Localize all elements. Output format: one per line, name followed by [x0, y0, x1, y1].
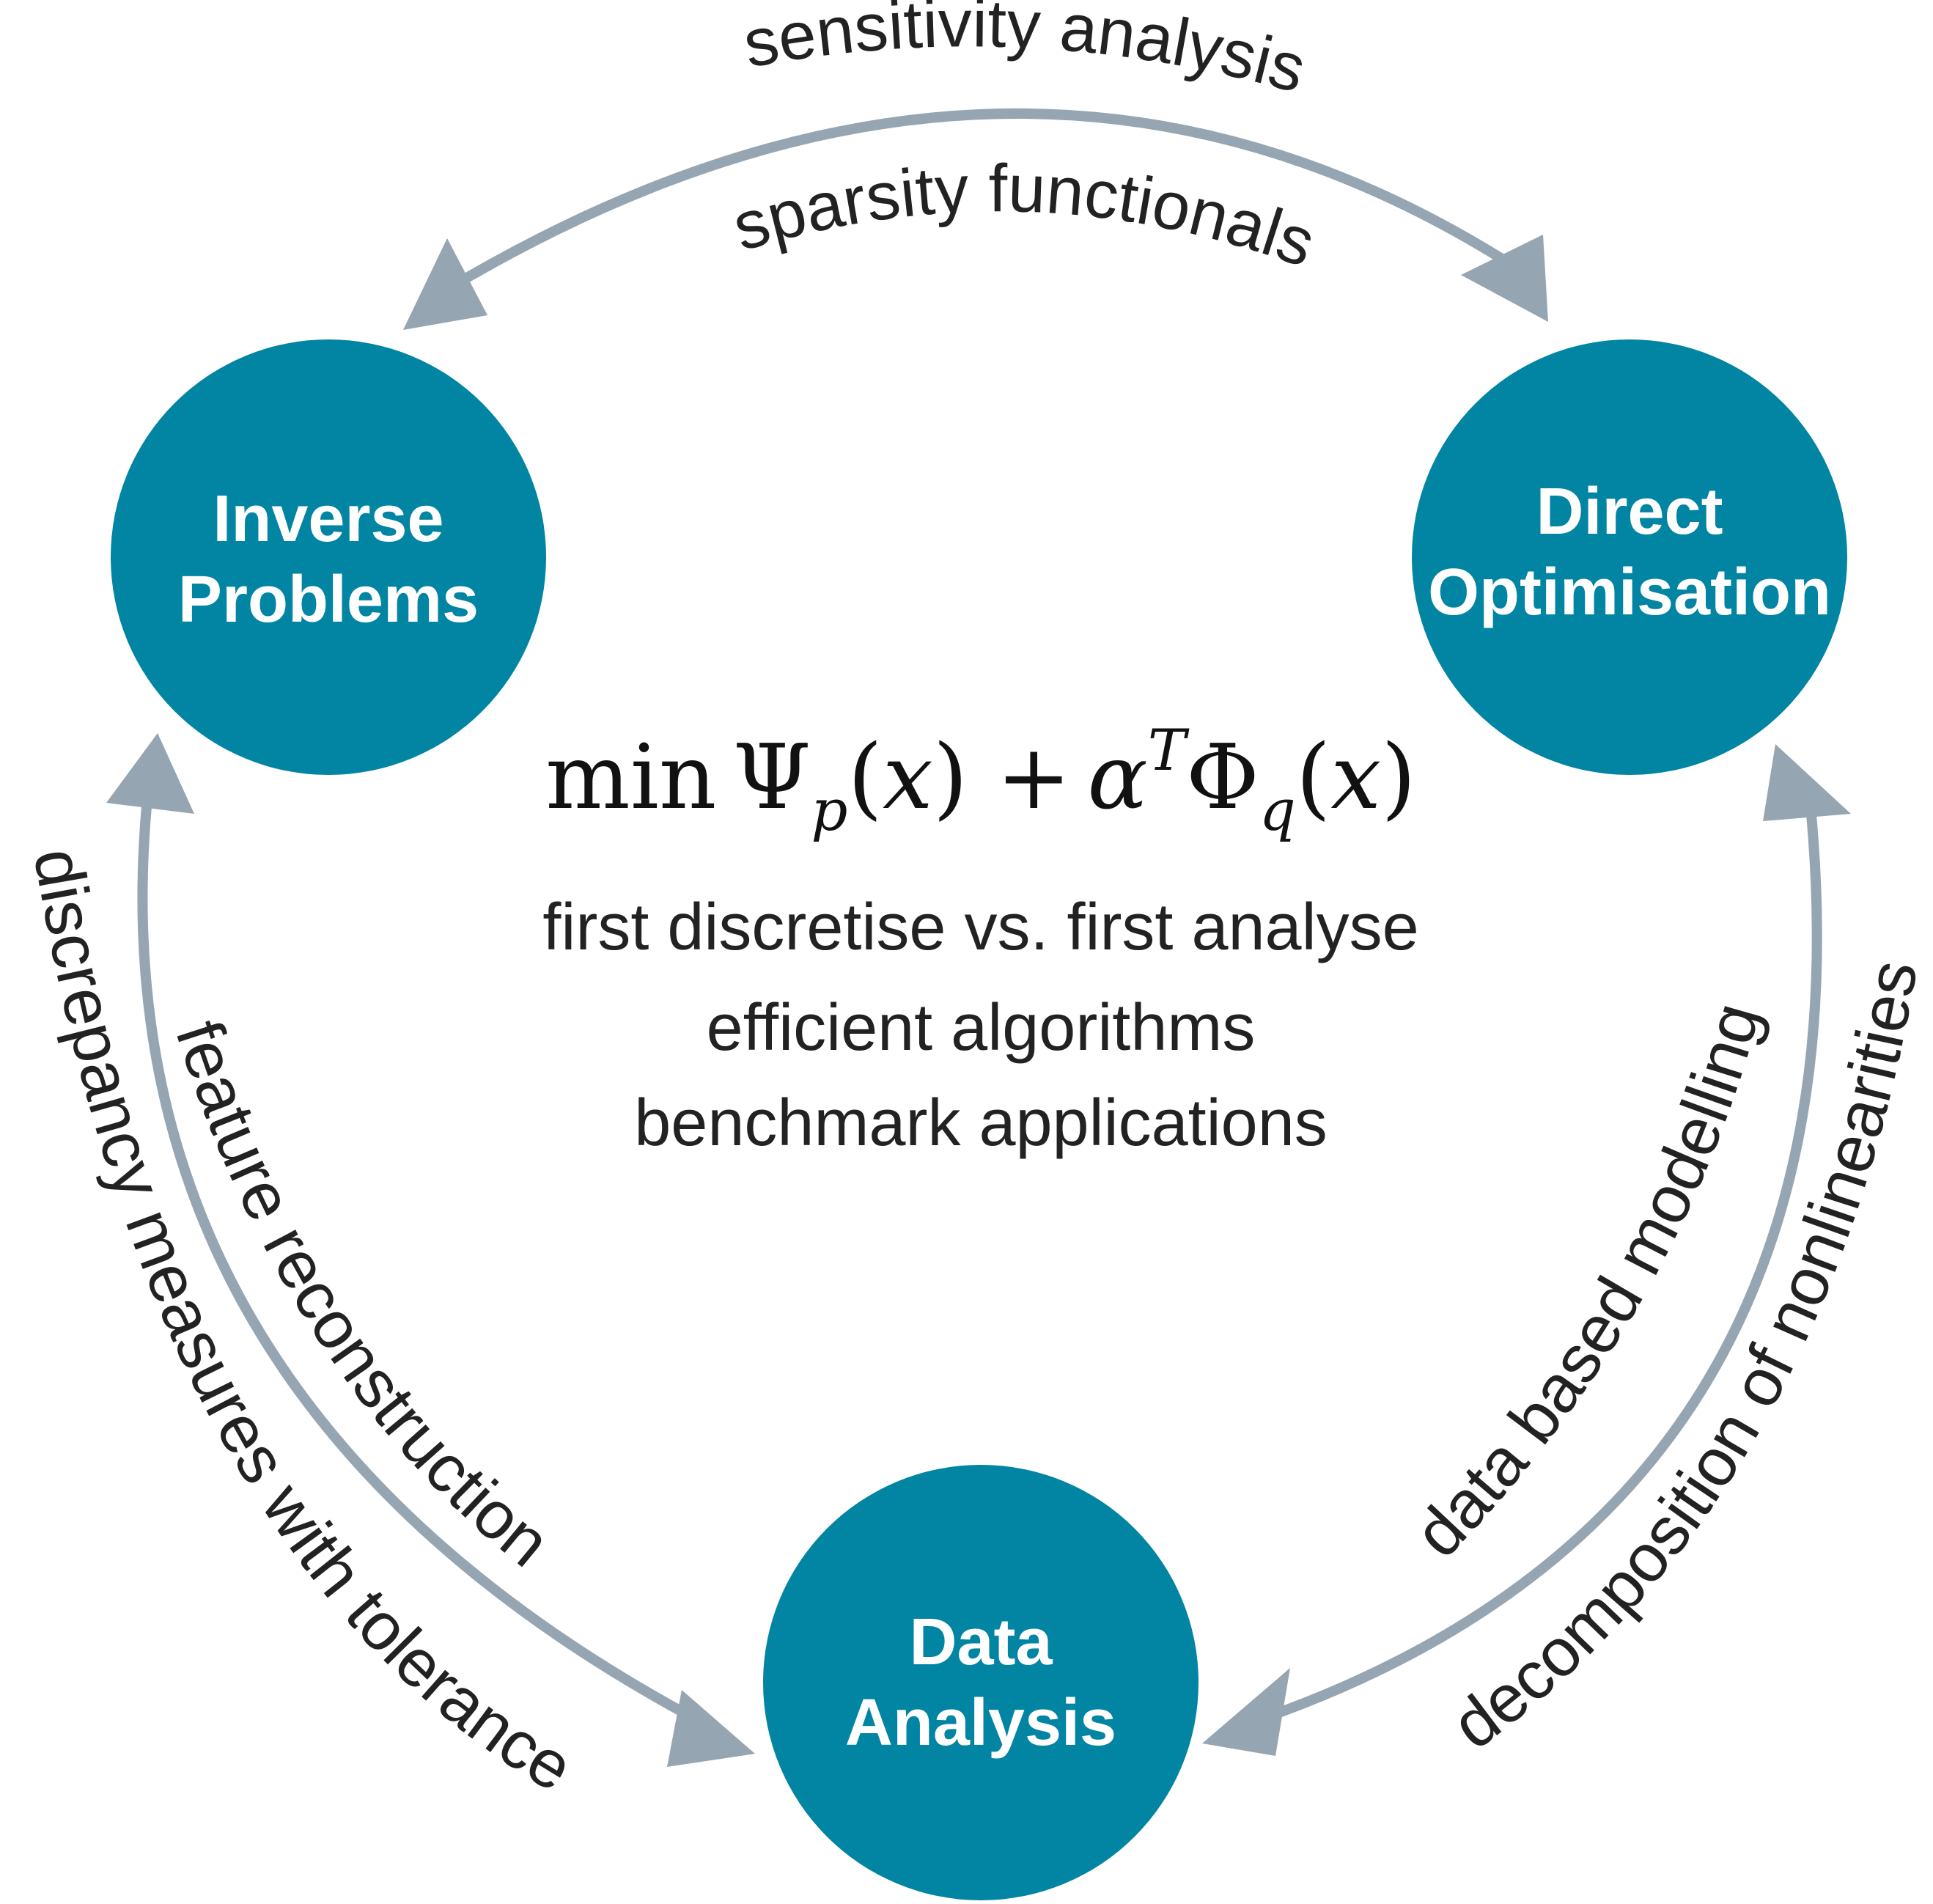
- formula-sub-q: q: [1259, 778, 1296, 844]
- node-direct-line2: Optimisation: [1428, 556, 1831, 629]
- node-inverse-line1: Inverse: [213, 482, 443, 556]
- arrow-left: [106, 733, 755, 1767]
- arrowhead-left-top: [106, 733, 194, 814]
- formula-phi: Φ: [1186, 725, 1259, 829]
- node-data-line1: Data: [909, 1606, 1053, 1679]
- formula-sup-t: T: [1148, 718, 1190, 784]
- formula-open1: (: [847, 725, 883, 829]
- arrowhead-top-left: [403, 238, 487, 330]
- arrowhead-top-right: [1461, 235, 1548, 322]
- formula-open2: (: [1296, 725, 1331, 829]
- arc-label-top-outer: sensitivity analysis: [738, 0, 1314, 107]
- arrow-top: [403, 109, 1548, 330]
- node-inverse-line2: Problems: [178, 563, 479, 636]
- arrowhead-right-bottom: [1202, 1668, 1290, 1756]
- arc-label-top-inner-path: sparsity functionals: [725, 151, 1325, 282]
- arc-label-top-outer-path: sensitivity analysis: [738, 0, 1314, 107]
- formula-x1: x: [883, 725, 933, 829]
- formula-sub-p: p: [811, 778, 847, 844]
- formula-min: min: [545, 725, 716, 829]
- arc-label-left-inner: feature reconstruction: [161, 1012, 564, 1581]
- arrow-right: [1202, 744, 1851, 1756]
- formula-alpha: α: [1087, 725, 1147, 829]
- arc-label-left-inner-path: feature reconstruction: [161, 1012, 564, 1581]
- formula-x2: x: [1330, 725, 1381, 829]
- node-data-line2: Analysis: [845, 1686, 1116, 1760]
- arc-label-top-inner: sparsity functionals: [725, 151, 1325, 282]
- formula-close1-plus: ) +: [933, 725, 1072, 829]
- node-direct-optimisation: Direct Optimisation: [1412, 339, 1847, 775]
- node-inverse-problems: Inverse Problems: [111, 339, 546, 775]
- formula-psi: Ψ: [732, 725, 811, 829]
- arrowhead-left-bottom: [667, 1690, 755, 1767]
- node-data-analysis: Data Analysis: [763, 1465, 1199, 1900]
- node-direct-line1: Direct: [1536, 475, 1723, 548]
- formula-close2: ): [1381, 725, 1416, 829]
- center-line-3: benchmark applications: [634, 1087, 1328, 1160]
- arrowhead-right-top: [1763, 744, 1851, 821]
- center-line-1: first discretise vs. first analyse: [542, 891, 1418, 964]
- center-line-2: efficient algorithms: [707, 991, 1256, 1065]
